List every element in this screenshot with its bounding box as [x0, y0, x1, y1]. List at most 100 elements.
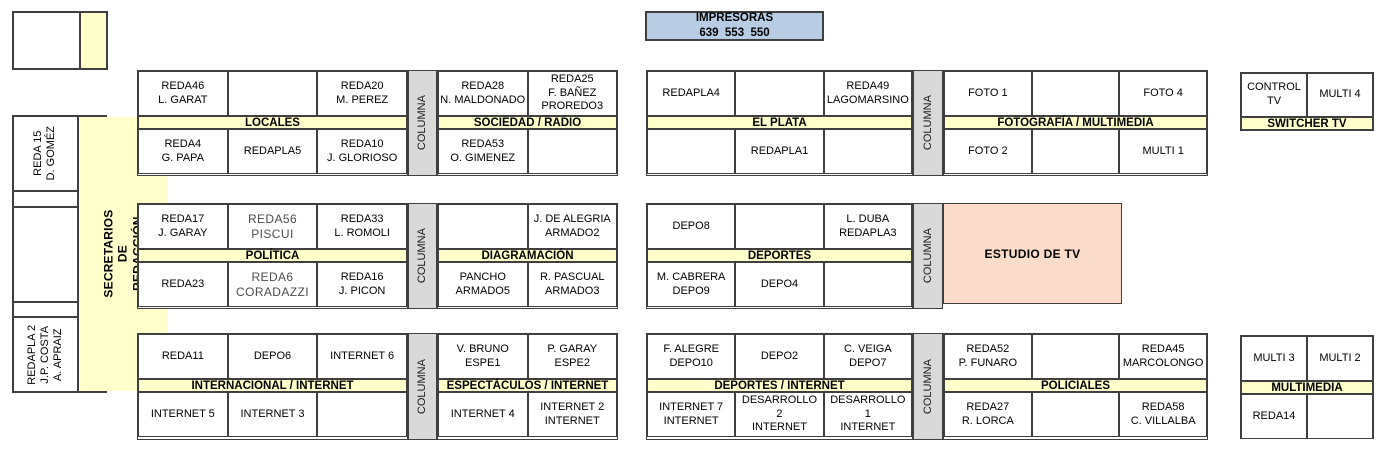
desk-cell: DEPO6: [227, 334, 318, 379]
desk-cell: INTERNET 2 INTERNET: [527, 392, 617, 437]
desk-cell: R. PASCUAL ARMADO3: [527, 262, 617, 307]
desk-cell: REDAPLA5: [227, 129, 318, 174]
desk-cell: REDA33 L. ROMOLI: [317, 204, 407, 249]
desk-cell: INTERNET 6: [317, 334, 407, 379]
desk-cell: M. CABRERA DEPO9: [647, 262, 736, 307]
desk-cell: FOTO 4: [1119, 71, 1207, 116]
desk-cell: REDA56 PISCUI: [227, 204, 318, 249]
printers-box: IMPRESORAS 639 553 550: [645, 11, 824, 41]
section-band: DIAGRAMACIÓN: [438, 249, 617, 262]
corner-box-yellow-cell: [81, 13, 106, 68]
desk-cell: L. DUBA REDAPLA3: [823, 204, 912, 249]
columna-label: COLUMNA: [415, 358, 428, 415]
tv-studio-area: ESTUDIO DE TV: [943, 203, 1122, 304]
desk-cell: [317, 392, 407, 437]
columna-label: COLUMNA: [415, 228, 428, 284]
desk-label: REDAPLA 2 J.P. COSTA A. APRAIZ: [25, 324, 65, 385]
tv-studio-label: ESTUDIO DE TV: [984, 246, 1081, 261]
desk-cell: REDA23: [138, 262, 228, 307]
section-band: POLICIALES: [944, 379, 1207, 392]
secretarios-block: REDA 15 D. GOMÉZ REDAPLA 2 J.P. COSTA A.…: [12, 115, 167, 393]
columna-pillar: COLUMNA: [408, 203, 437, 309]
desk-cell: DESARROLLO 2 INTERNET: [735, 392, 824, 437]
columna-label: COLUMNA: [921, 228, 934, 284]
desk-cell: F. ALEGRE DEPO10: [647, 334, 736, 379]
desk-cell: [1031, 392, 1120, 437]
desk-cell: [14, 208, 77, 303]
desk-cell: REDA16 J. PICON: [317, 262, 407, 307]
desk-cell: MULTI 2: [1307, 336, 1373, 381]
desk-label: REDA 15 D. GOMÉZ: [32, 126, 58, 181]
desk-cell: REDA6 CORADAZZI: [227, 262, 318, 307]
desk-cell: REDA52 P. FUNARO: [944, 334, 1032, 379]
corner-box: [12, 11, 108, 70]
desk-cell: [1031, 129, 1120, 174]
desk-cell: REDA25 F. BAÑEZ PROREDO3: [527, 71, 617, 116]
desk-cell: [735, 204, 824, 249]
section-band: DEPORTES / INTERNET: [647, 379, 912, 392]
desk-cell: REDA58 C. VILLALBA: [1119, 392, 1207, 437]
desk-cell: REDAPLA1: [735, 129, 824, 174]
desk-cell: REDA46 L. GARAT: [138, 71, 228, 116]
desk-cell: [14, 192, 77, 208]
section-band: MULTIMEDIA: [1241, 381, 1373, 394]
desk-cell: REDA14: [1241, 394, 1307, 439]
desk-cell: REDA53 O. GIMENEZ: [438, 129, 528, 174]
desk-cell: DEPO4: [735, 262, 824, 307]
section-band: SWITCHER TV: [1241, 117, 1373, 130]
desk-cell: [1031, 71, 1120, 116]
section-band: ESPECTÁCULOS / INTERNET: [438, 379, 617, 392]
desk-cell: INTERNET 4: [438, 392, 528, 437]
desk-cell: REDA49 LAGOMARSINO: [823, 71, 912, 116]
desk-cell: [823, 129, 912, 174]
desk-cell: MULTI 3: [1241, 336, 1307, 381]
section-band: LOCALES: [138, 116, 407, 129]
desk-cell: REDA11: [138, 334, 228, 379]
section-band: INTERNACIONAL / INTERNET: [138, 379, 407, 392]
desk-cell: DEPO2: [735, 334, 824, 379]
desk-cell: DEPO8: [647, 204, 736, 249]
columna-pillar: COLUMNA: [913, 70, 943, 176]
columna-label: COLUMNA: [921, 358, 934, 415]
desk-cell: MULTI 1: [1119, 129, 1207, 174]
desk-cell: REDA20 M. PEREZ: [317, 71, 407, 116]
columna-label: COLUMNA: [415, 95, 428, 151]
columna-pillar: COLUMNA: [408, 70, 437, 176]
printers-numbers: 639 553 550: [699, 27, 770, 39]
desk-cell: FOTO 1: [944, 71, 1032, 116]
desk-cell: [735, 71, 824, 116]
desk-cell: FOTO 2: [944, 129, 1032, 174]
section-band: EL PLATA: [647, 116, 912, 129]
desk-cell: REDA17 J. GARAY: [138, 204, 228, 249]
desk-cell: INTERNET 5: [138, 392, 228, 437]
columna-label: COLUMNA: [921, 95, 934, 151]
desk-cell: [227, 71, 318, 116]
corner-box-white-cell: [14, 13, 81, 68]
desk-cell: PANCHO ARMADO5: [438, 262, 528, 307]
desk-cell: [527, 129, 617, 174]
printers-title: IMPRESORAS: [695, 12, 774, 25]
desk-cell: REDA27 R. LORCA: [944, 392, 1032, 437]
desk-cell: DESARROLLO 1 INTERNET: [823, 392, 912, 437]
desk-cell: P. GARAY ESPE2: [527, 334, 617, 379]
section-band: SOCIEDAD / RADIO: [438, 116, 617, 129]
desk-cell: INTERNET 3: [227, 392, 318, 437]
desk-cell: REDAPLA4: [647, 71, 736, 116]
desk-cell: [823, 262, 912, 307]
desk-cell: REDA4 G. PAPA: [138, 129, 228, 174]
desk-cell: REDA 15 D. GOMÉZ: [14, 117, 77, 192]
section-band: FOTOGRAFÍA / MULTIMEDIA: [944, 116, 1207, 129]
